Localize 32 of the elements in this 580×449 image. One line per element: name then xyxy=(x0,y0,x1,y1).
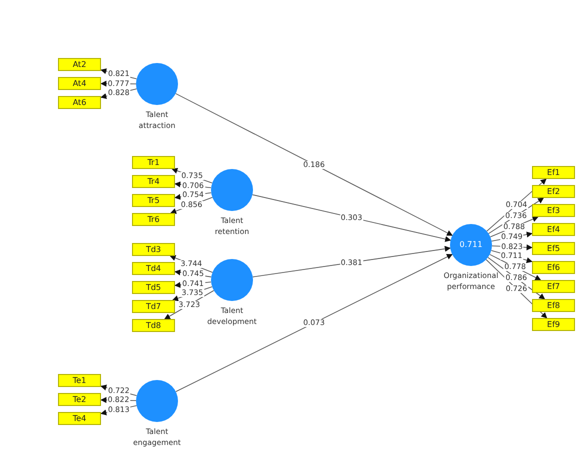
indicator-box: Ef3 xyxy=(532,204,575,217)
indicator-box: Td5 xyxy=(132,281,175,294)
indicator-box: Te4 xyxy=(58,412,101,425)
indicator-box: Ef4 xyxy=(532,223,575,236)
indicator-box: Td4 xyxy=(132,262,175,275)
indicator-box: Td7 xyxy=(132,300,175,313)
arrow xyxy=(488,198,544,234)
arrow xyxy=(489,254,542,280)
indicator-box: Ef5 xyxy=(532,242,575,255)
indicator-box: Te2 xyxy=(58,393,101,406)
indicator-box: Ef9 xyxy=(532,318,575,331)
indicator-box: At6 xyxy=(58,96,101,109)
indicator-box: Ef7 xyxy=(532,280,575,293)
indicator-box: Ef2 xyxy=(532,185,575,198)
arrow xyxy=(164,290,214,320)
indicator-box: Tr4 xyxy=(132,175,175,188)
indicator-box: Tr1 xyxy=(132,156,175,169)
arrow xyxy=(175,254,453,392)
indicator-box: Ef1 xyxy=(532,166,575,179)
arrow xyxy=(252,194,452,242)
indicator-box: Ef8 xyxy=(532,299,575,312)
indicator-box: Td8 xyxy=(132,319,175,332)
indicator-box: Td3 xyxy=(132,243,175,256)
arrow xyxy=(252,246,451,278)
indicator-box: Te1 xyxy=(58,374,101,387)
indicator-box: At2 xyxy=(58,58,101,71)
arrow xyxy=(175,93,453,236)
indicator-box: Ef6 xyxy=(532,261,575,274)
indicator-box: Tr6 xyxy=(132,213,175,226)
indicator-box: At4 xyxy=(58,77,101,90)
indicator-box: Tr5 xyxy=(132,194,175,207)
arrow xyxy=(488,257,546,300)
